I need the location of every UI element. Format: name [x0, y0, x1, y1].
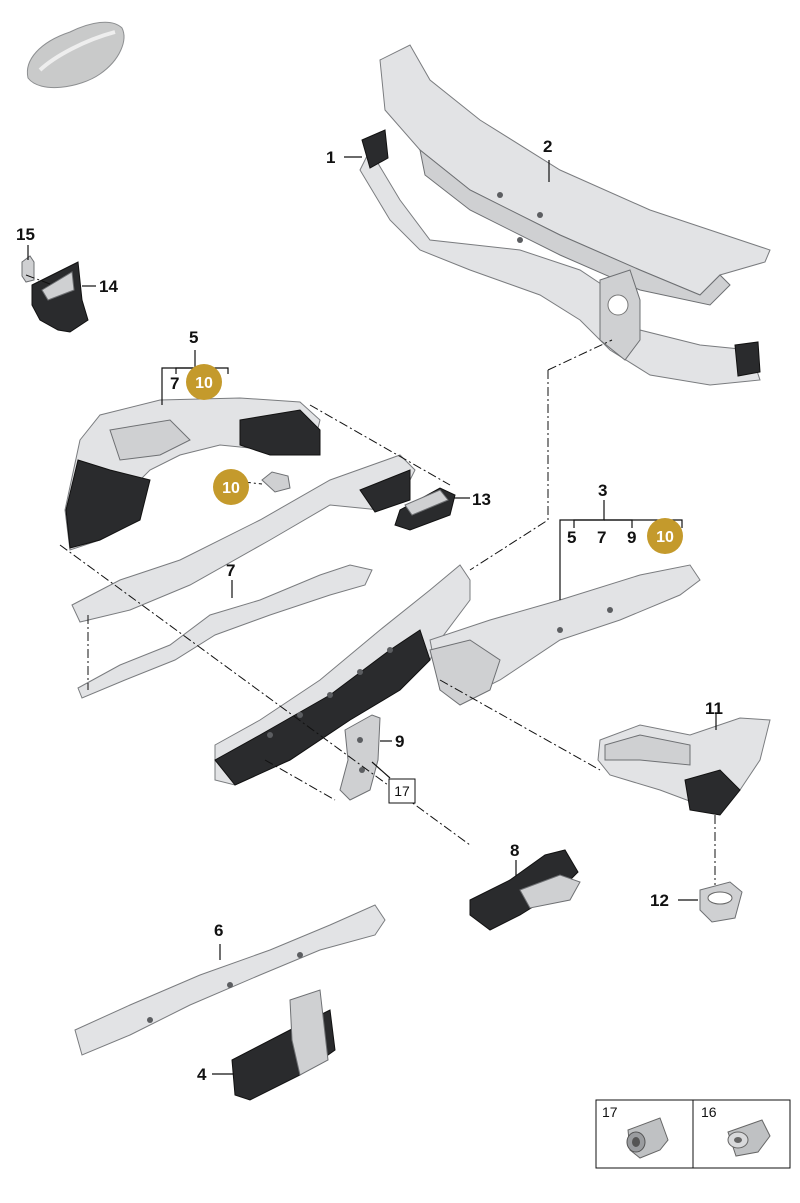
callout-3: 3 — [598, 481, 607, 500]
callout-6: 6 — [214, 921, 223, 940]
callout-3-sub-7: 7 — [597, 528, 606, 547]
badge-10-upper[interactable]: 10 — [186, 364, 222, 400]
badge-10-middle[interactable]: 10 — [213, 469, 249, 505]
callout-9: 9 — [395, 732, 404, 751]
leader-lines — [27, 156, 717, 1075]
svg-text:10: 10 — [222, 480, 240, 497]
part-14-bracket[interactable] — [31, 261, 89, 333]
callout-8: 8 — [510, 841, 519, 860]
legend-item-17[interactable]: 17 — [602, 1104, 669, 1159]
svg-text:16: 16 — [701, 1104, 717, 1120]
main-longitudinal-member[interactable] — [214, 564, 701, 786]
callout-11: 11 — [705, 699, 723, 718]
part-4-reinforcement[interactable] — [231, 989, 336, 1101]
part-13-bracket[interactable] — [394, 487, 456, 531]
callout-12: 12 — [650, 891, 669, 910]
part-8-bracket[interactable] — [469, 849, 581, 931]
part-7-lower-rail[interactable] — [77, 564, 373, 699]
legend-item-16[interactable]: 16 — [701, 1104, 771, 1157]
rivet-nut-icon — [626, 1117, 669, 1159]
callout-5: 5 — [189, 328, 198, 347]
callout-7: 7 — [226, 561, 235, 580]
callout-14: 14 — [99, 277, 118, 296]
svg-text:10: 10 — [195, 375, 213, 392]
callout-3-sub-5: 5 — [567, 528, 576, 547]
callout-numbers: 1 2 3 5 7 9 4 5 7 6 7 8 9 11 12 13 14 15 — [16, 137, 723, 1084]
callout-15: 15 — [16, 225, 35, 244]
callout-3-sub-9: 9 — [627, 528, 636, 547]
svg-text:17: 17 — [394, 783, 410, 799]
callout-13: 13 — [472, 490, 491, 509]
callout-4: 4 — [197, 1065, 207, 1084]
clip-nut-icon — [727, 1119, 771, 1157]
part-10-small-bracket[interactable] — [261, 471, 291, 493]
badge-10-right[interactable]: 10 — [647, 518, 683, 554]
callout-5-sub-7: 7 — [170, 374, 179, 393]
part-9-bracket[interactable] — [339, 714, 381, 801]
vehicle-thumbnail-icon[interactable] — [26, 21, 125, 89]
part-7-upper-rail[interactable] — [71, 454, 416, 623]
part-12-mount-cup[interactable] — [699, 881, 743, 923]
svg-text:10: 10 — [656, 529, 674, 546]
callout-2: 2 — [543, 137, 552, 156]
part-11-rear-bracket[interactable] — [597, 717, 771, 816]
part-6-lower-rail[interactable] — [74, 904, 386, 1056]
part-15-clip[interactable] — [21, 255, 35, 283]
svg-text:17: 17 — [602, 1104, 618, 1120]
part-2-upper-member[interactable] — [359, 44, 771, 386]
reference-box-17[interactable]: 17 — [388, 778, 416, 804]
wheelhouse-assembly[interactable] — [64, 397, 321, 551]
fastener-legend: 17 16 — [595, 1099, 791, 1169]
callout-1: 1 — [326, 148, 335, 167]
